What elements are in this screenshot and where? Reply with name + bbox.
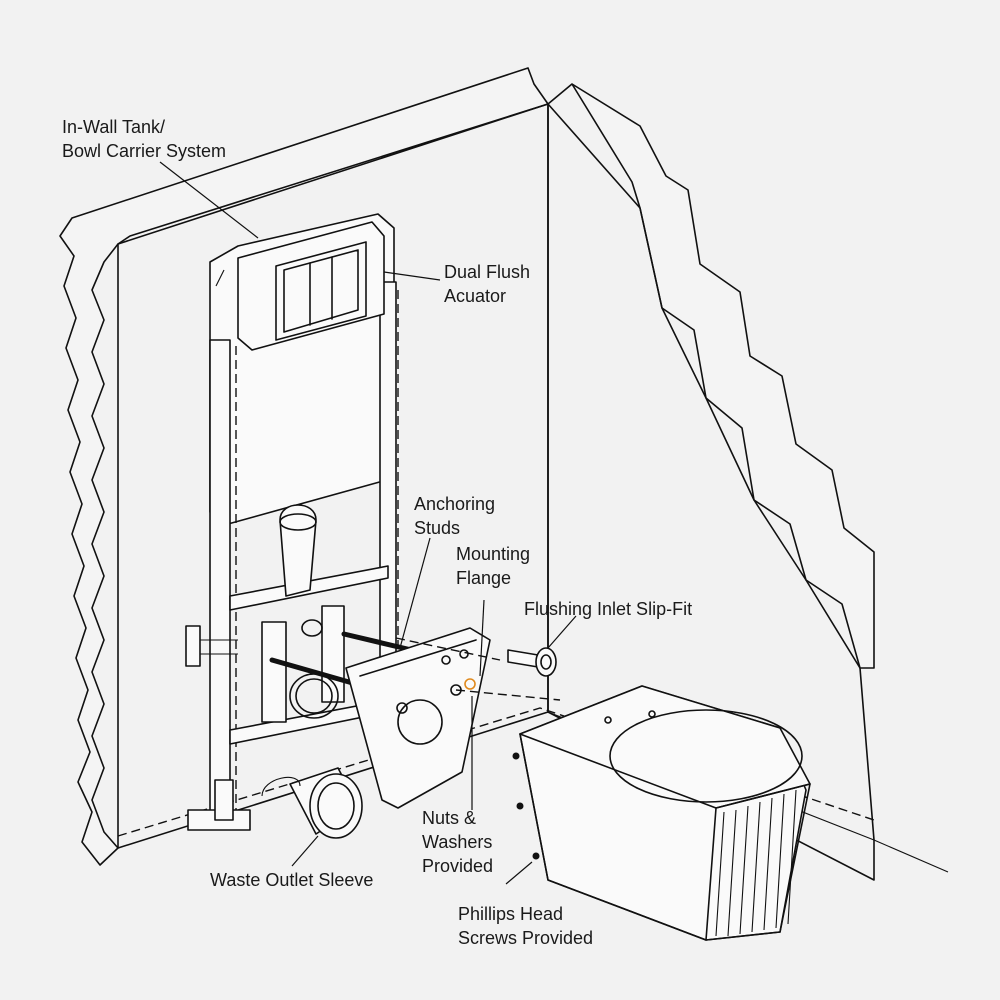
- label-phillips-line1: Phillips Head: [458, 904, 564, 924]
- label-waste-outlet-sleeve: Waste Outlet Sleeve: [210, 868, 373, 892]
- label-anchoring-studs-line2: Studs: [414, 518, 461, 538]
- label-dual-flush-line1: Dual Flush: [444, 262, 531, 282]
- label-phillips-screws: Phillips Head Screws Provided: [458, 902, 593, 950]
- phillips-screws: [512, 752, 540, 860]
- label-mounting-flange-line2: Flange: [456, 568, 512, 588]
- label-in-wall-tank: In-Wall Tank/ Bowl Carrier System: [62, 115, 226, 163]
- carrier-frame: [185, 213, 399, 831]
- label-nuts-line1: Nuts &: [422, 808, 477, 828]
- leader-lines: [159, 161, 577, 885]
- label-phillips-line2: Screws Provided: [458, 928, 594, 948]
- dual-flush-actuator: [237, 221, 385, 351]
- label-anchoring-studs: Anchoring Studs: [414, 492, 495, 540]
- label-flushing-inlet-text: Flushing Inlet Slip-Fit: [524, 599, 693, 619]
- flushing-inlet: [395, 637, 561, 701]
- label-mounting-flange-line1: Mounting: [456, 544, 531, 564]
- label-nuts-line3: Provided: [422, 856, 494, 876]
- waste-outlet-sleeve: [261, 767, 363, 839]
- label-dual-flush-actuator: Dual Flush Acuator: [444, 260, 530, 308]
- mounting-flange: [345, 627, 491, 809]
- label-flushing-inlet: Flushing Inlet Slip-Fit: [524, 597, 692, 621]
- label-in-wall-tank-line1: In-Wall Tank/: [62, 117, 166, 137]
- label-nuts-washers: Nuts & Washers Provided: [422, 806, 493, 878]
- label-nuts-line2: Washers: [422, 832, 493, 852]
- label-mounting-flange: Mounting Flange: [456, 542, 530, 590]
- label-waste-outlet-text: Waste Outlet Sleeve: [210, 870, 374, 890]
- label-dual-flush-line2: Acuator: [444, 286, 507, 306]
- label-in-wall-tank-line2: Bowl Carrier System: [62, 141, 227, 161]
- label-anchoring-studs-line1: Anchoring: [414, 494, 496, 514]
- toilet-bowl: [519, 685, 811, 941]
